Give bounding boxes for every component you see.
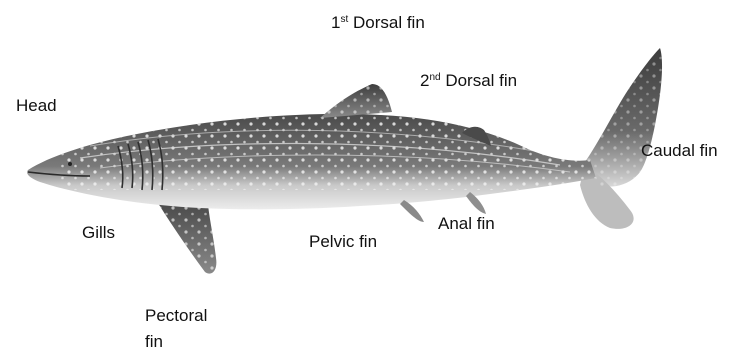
caudal-fin-shape: [580, 48, 662, 229]
first-dorsal-fin-shape: [320, 84, 392, 118]
label-pectoral-fin-line2: fin: [145, 329, 255, 353]
label-pectoral-fin: Pectoral fin: [145, 303, 255, 353]
label-caudal-fin: Caudal fin: [641, 140, 718, 162]
label-second-dorsal-fin: 2nd Dorsal fin: [420, 70, 517, 92]
pelvic-fin-shape: [400, 200, 424, 222]
label-first-dorsal-fin: 1st Dorsal fin: [331, 12, 425, 34]
label-head: Head: [16, 95, 57, 117]
label-second-dorsal-fin-suffix: nd: [429, 72, 440, 83]
label-pelvic-fin: Pelvic fin: [309, 231, 377, 253]
label-pectoral-fin-line1: Pectoral: [145, 303, 255, 329]
label-first-dorsal-fin-text: Dorsal fin: [348, 13, 425, 32]
label-anal-fin: Anal fin: [438, 213, 495, 235]
label-second-dorsal-fin-text: Dorsal fin: [441, 71, 518, 90]
label-gills: Gills: [82, 222, 115, 244]
body-shape: [27, 110, 600, 209]
